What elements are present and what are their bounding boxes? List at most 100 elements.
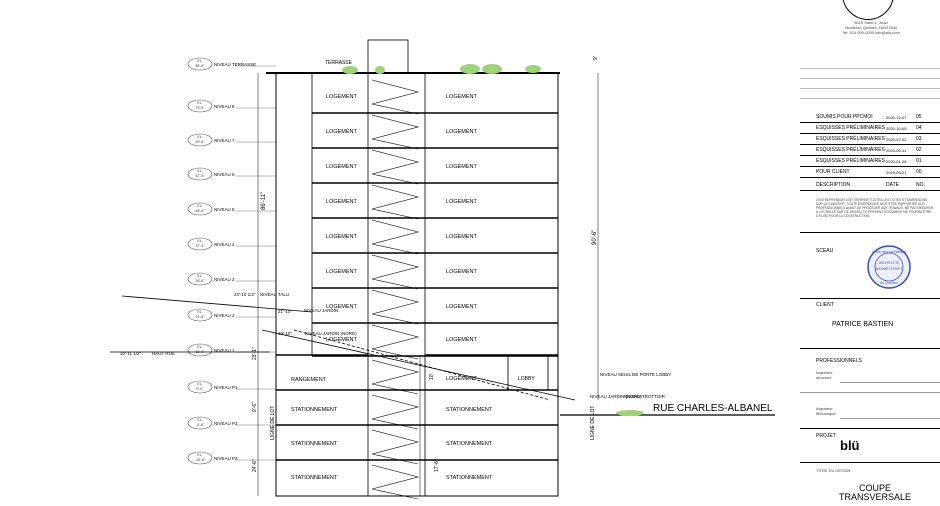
section-drawing: EL.84'-9"NIVEAU TERRASSE EL.73'-5"NIVEAU … — [110, 39, 775, 500]
level-name: NIVEAU 5 — [214, 207, 235, 212]
floor-slabs — [276, 112, 558, 461]
stair-flight — [371, 219, 420, 255]
revision-desc: ESQUISSES PRÉLIMINAIRES — [816, 147, 885, 153]
level-name: NIVEAU 3 — [214, 277, 235, 282]
dim-lobby: 10' — [429, 373, 435, 380]
level-tag-el: EL. — [197, 169, 202, 173]
jardin-label: NIVEAU JARDIN — [304, 308, 338, 313]
seal-name-text: ARCHITECTE — [879, 261, 899, 265]
level-name: NIVEAU P1 — [214, 385, 238, 390]
logement-right-label: LOGEMENT — [446, 94, 478, 100]
logement-left-label: LOGEMENT — [326, 129, 358, 135]
level-elevation: 26'-6" — [196, 279, 206, 283]
drawing-title: COUPE TRANSVERSALE — [820, 484, 930, 502]
project-label: PROJET — [816, 433, 836, 439]
level-tag-bubble — [187, 237, 213, 251]
level-tag-bubble — [187, 57, 213, 71]
revision-no: 00 — [916, 169, 922, 175]
terrasse-label: TERRASSE — [325, 60, 353, 66]
stair-flight — [371, 184, 420, 220]
level-elevation: -19'-6" — [195, 458, 206, 462]
stair-flight — [371, 394, 420, 430]
talu-label: NIVEAU TALU — [260, 292, 289, 297]
stair-flight — [371, 79, 420, 115]
level-tag-n1: EL.11'-0"NIVEAU 1 — [187, 343, 235, 357]
level-name: NIVEAU 1 — [214, 348, 235, 353]
revision-no: 04 — [916, 125, 922, 131]
level-tag-el: EL. — [197, 204, 202, 208]
level-tag-el: EL. — [197, 59, 202, 63]
address-line-2: Montréal, Québec, H2W 2M4 — [845, 25, 897, 30]
revision-no: 05 — [916, 114, 922, 120]
level-tag-n3: EL.26'-6" NIVEAU 3 — [187, 272, 235, 286]
seal-top-text: Ordre des architectes — [872, 250, 907, 254]
level-name: NIVEAU 8 — [214, 104, 235, 109]
haut-rue-elev: 10'-11 1/2" — [120, 351, 142, 356]
level-tag-el: EL. — [197, 345, 202, 349]
stair-flight — [371, 464, 420, 500]
prof-row-1: Ingénieur structure — [816, 370, 833, 380]
logement-left-label: LOGEMENT — [326, 94, 358, 100]
revision-date: 2020-07-02 — [886, 136, 907, 142]
level-name: NIVEAU 7 — [214, 138, 235, 143]
revision-desc: SOUMIS POUR PPCMOI — [816, 114, 873, 120]
revision-desc: POUR CLIENT — [816, 169, 850, 175]
revision-desc: ESQUISSES PRÉLIMINAIRES — [816, 125, 885, 131]
level-elevation: -9'-6" — [196, 423, 205, 427]
rev-header-no: NO. — [916, 182, 925, 188]
jardin-nord-elev: 19'-10" — [278, 331, 292, 336]
building-structure — [266, 39, 560, 497]
side-level-labels: 23'-10 1/2" NIVEAU TALU NIVEAU JARDIN 21… — [120, 292, 671, 399]
level-tag-terrasse: EL.84'-9"NIVEAU TERRASSE — [187, 57, 256, 71]
logement-lobby-label: LOGEMENT — [446, 376, 478, 382]
revision-desc: ESQUISSES PRÉLIMINAIRES — [816, 136, 885, 142]
level-tags: EL.84'-9"NIVEAU TERRASSE EL.73'-5"NIVEAU … — [187, 57, 256, 465]
logement-left-label: LOGEMENT — [326, 234, 358, 240]
stationnement-left-p2-label: STATIONNEMENT — [291, 441, 338, 447]
level-tag-el: EL. — [197, 310, 202, 314]
jardin-nord-right-label: NIVEAU JARDIN (NORD) — [590, 394, 642, 399]
level-tag-n8: EL.73'-5"NIVEAU 8 — [187, 99, 235, 113]
level-tag-bubble — [187, 380, 213, 394]
stationnement-right-p3-label: STATIONNEMENT — [446, 475, 493, 481]
stair-flight — [371, 149, 420, 185]
level-elevation: 84'-9" — [196, 64, 206, 68]
rev-header-date: DATE — [886, 182, 899, 188]
rangement-label: RANGEMENT — [291, 377, 327, 383]
level-tag-el: EL. — [197, 101, 202, 105]
client-label: CLIENT — [816, 302, 834, 308]
seal-bottom-text: du Québec — [880, 281, 898, 285]
revision-header: DESCRIPTION DATE NO. — [800, 180, 940, 191]
drawing-title-label: TITRE DU DESSIN — [816, 468, 851, 473]
stair-flight — [371, 289, 420, 325]
level-tag-el: EL. — [197, 418, 202, 422]
level-tag-el: EL. — [197, 274, 202, 278]
level-name: NIVEAU P2 — [214, 421, 238, 426]
professionals-label: PROFESSIONNELS — [816, 358, 862, 364]
firm-logo — [842, 0, 894, 20]
level-tag-p2: EL.-9'-6" NIVEAU P2 — [187, 416, 238, 430]
revision-desc: ESQUISSES PRÉLIMINAIRES — [816, 158, 885, 164]
level-tag-bubble — [187, 416, 213, 430]
stationnement-left-p3-label: STATIONNEMENT — [291, 475, 338, 481]
level-tag-p3: EL.-19'-6"NIVEAU P3 — [187, 451, 238, 465]
dim-p: 24'-6" — [252, 459, 258, 472]
logement-right-label: LOGEMENT — [446, 234, 478, 240]
revision-date: 2019-05-27 — [886, 169, 907, 175]
level-lines — [236, 65, 276, 461]
stair-flight — [371, 324, 420, 360]
lot-line-right: LIGNE DE LOT — [590, 406, 596, 440]
jardin-elev: 21'-10" — [278, 309, 292, 314]
level-elevation: 63'-5" — [196, 140, 206, 144]
level-tag-el: EL. — [197, 135, 202, 139]
level-tag-bubble — [187, 451, 213, 465]
stationnement-right-p1-label: STATIONNEMENT — [446, 407, 493, 413]
level-elevation: 57'-9" — [196, 174, 206, 178]
logement-left-label: LOGEMENT — [326, 304, 358, 310]
logement-left-label: LOGEMENT — [326, 199, 358, 205]
dim-p-right: 17'-6" — [434, 459, 440, 472]
